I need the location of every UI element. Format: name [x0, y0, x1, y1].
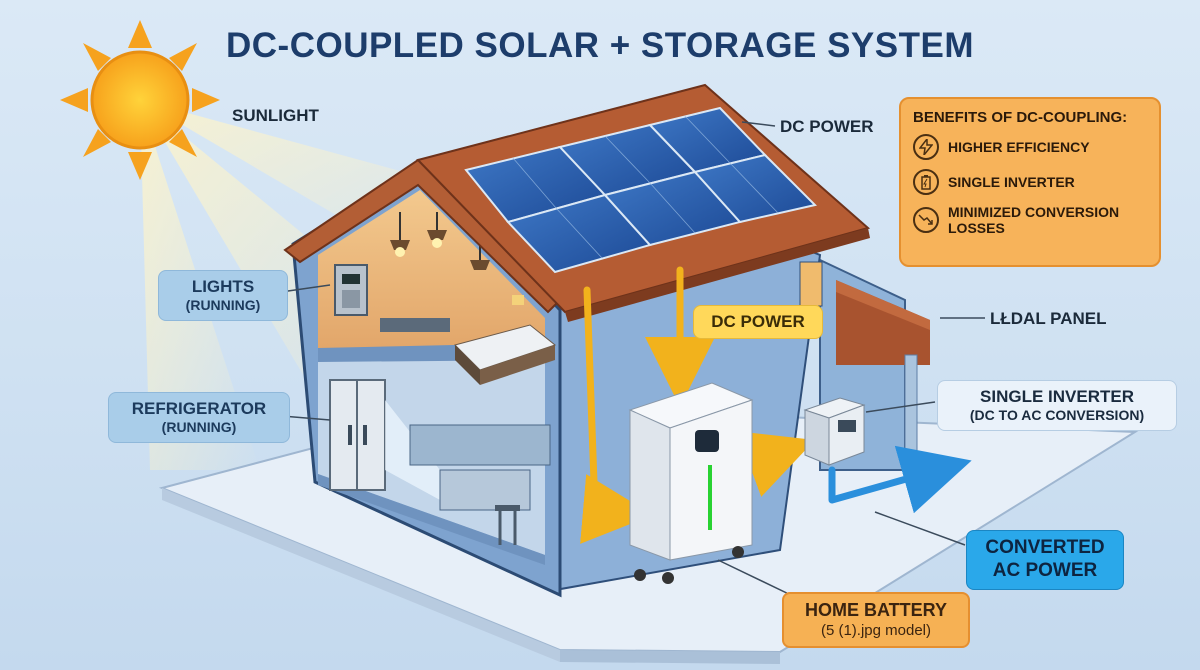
dc-power-callout: DC POWER	[693, 305, 823, 340]
refrigerator-callout-title: REFRIGERATOR	[131, 399, 267, 418]
sun-icon	[60, 20, 220, 180]
single-inverter-callout-title: SINGLE INVERTER	[980, 387, 1134, 406]
solar-array	[464, 106, 817, 274]
refrigerator-callout: REFRIGERATOR (RUNNING)	[108, 392, 290, 444]
home-battery-callout: HOME BATTERY (5 (1).jpg model)	[782, 592, 970, 648]
dc-flow-arrows	[580, 266, 815, 544]
ac-flow-arrow	[828, 445, 972, 514]
roof-dc-power-label: DC POWER	[780, 117, 874, 136]
bedroom-interior	[334, 212, 557, 385]
converted-ac-callout: CONVERTED AC POWER	[966, 530, 1124, 590]
refrigerator-callout-status: (RUNNING)	[161, 419, 237, 436]
converted-ac-callout-line1: CONVERTED	[985, 537, 1105, 558]
lights-callout-title: LIGHTS	[191, 277, 255, 296]
sunlight-label: SUNLIGHT	[232, 106, 319, 125]
benefit-text: SINGLE INVERTER	[948, 173, 1075, 190]
lights-callout-status: (RUNNING)	[185, 297, 261, 314]
benefit-item: MINIMIZED CONVERSION LOSSES	[913, 204, 1147, 236]
benefits-heading: BENEFITS OF DC-COUPLING:	[913, 109, 1128, 126]
benefit-text: MINIMIZED CONVERSION LOSSES	[948, 204, 1120, 237]
battery-icon	[913, 169, 939, 195]
inverter-unit	[803, 397, 866, 466]
lightning-icon	[913, 134, 939, 160]
benefit-item: HIGHER EFFICIENCY	[913, 134, 1147, 160]
load-panel-label: LŁDAL PANEL	[990, 309, 1107, 328]
diagram-title: DC-COUPLED SOLAR + STORAGE SYSTEM	[225, 26, 974, 65]
single-inverter-callout: SINGLE INVERTER (DC TO AC CONVERSION)	[937, 380, 1177, 432]
home-battery-callout-model: (5 (1).jpg model)	[820, 621, 932, 639]
converted-ac-callout-line2: AC POWER	[992, 559, 1098, 581]
home-battery-callout-title: HOME BATTERY	[805, 600, 947, 620]
benefit-text: HIGHER EFFICIENCY	[948, 138, 1090, 155]
benefit-item: SINGLE INVERTER	[913, 169, 1147, 195]
lights-callout: LIGHTS (RUNNING)	[158, 270, 288, 322]
home-battery	[628, 382, 754, 584]
trend-down-icon	[913, 207, 939, 234]
benefits-panel: BENEFITS OF DC-COUPLING: HIGHER EFFICIEN…	[899, 97, 1161, 267]
kitchen-interior	[329, 379, 551, 545]
single-inverter-callout-detail: (DC TO AC CONVERSION)	[969, 407, 1145, 424]
